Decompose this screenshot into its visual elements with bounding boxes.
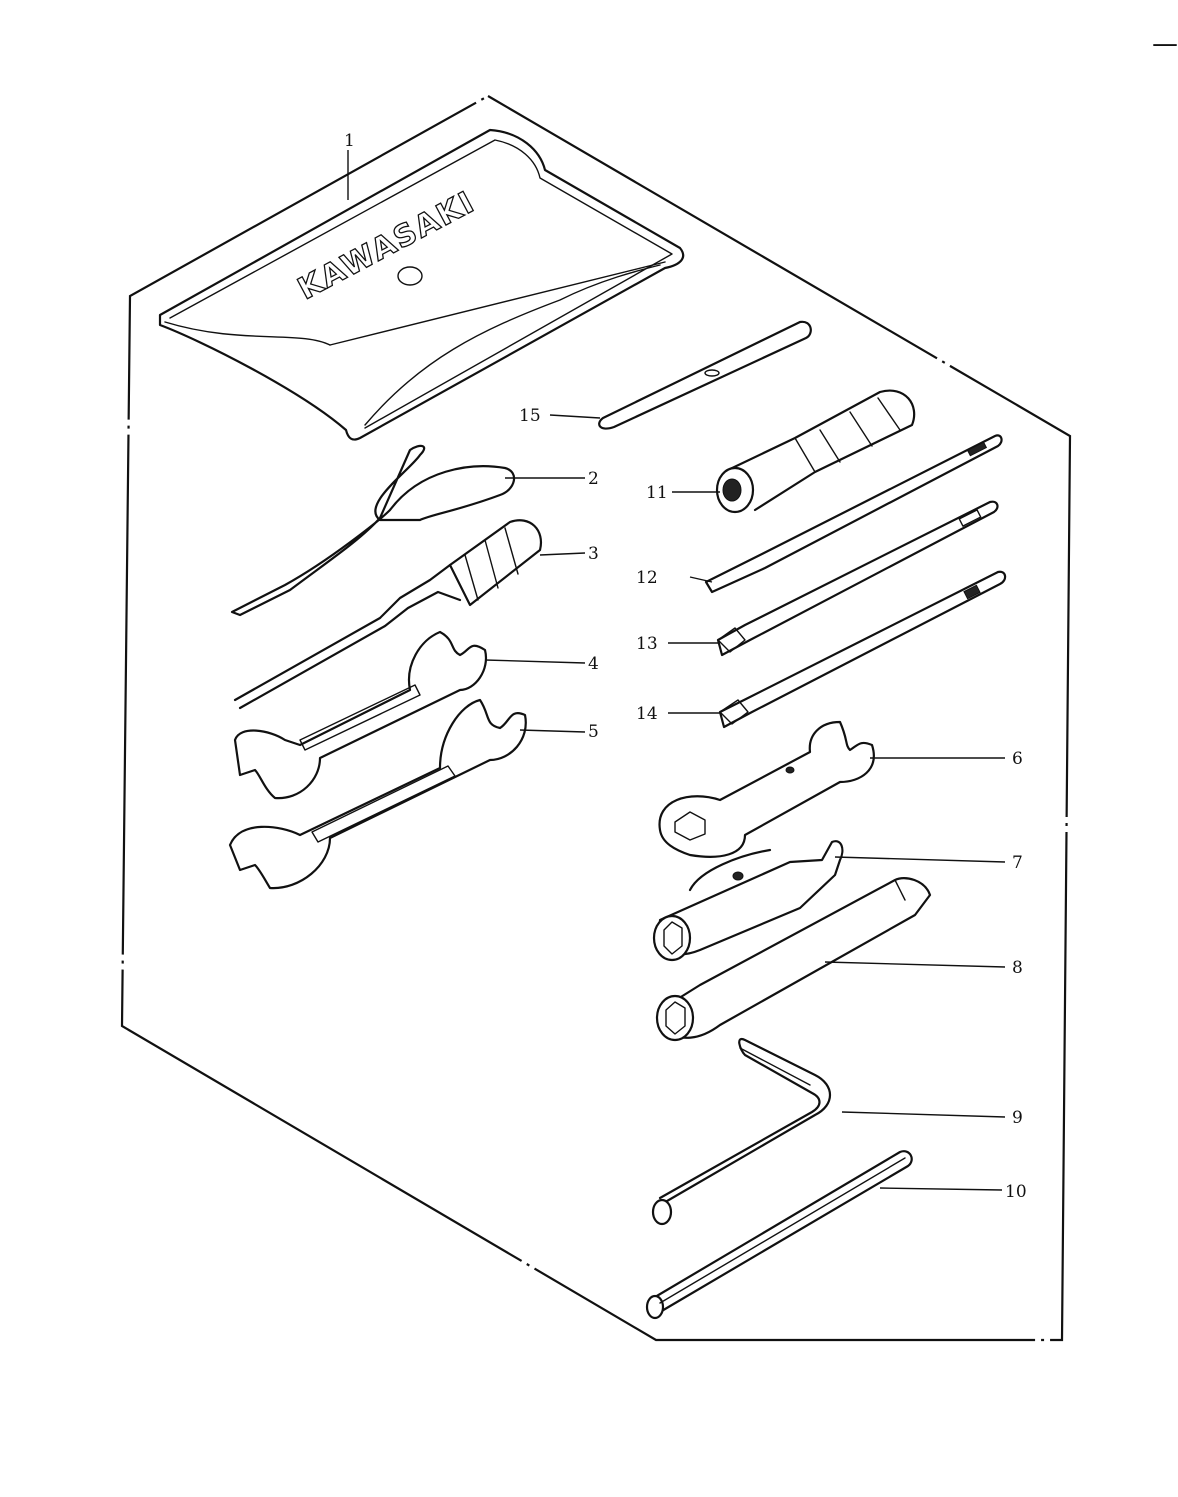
tool-2-hook [230,444,516,617]
tool-4-wrench [233,630,488,800]
tool-11-driver-handle [715,389,916,514]
label-10: 10 [1005,1182,1027,1202]
label-4: 4 [588,654,599,674]
label-11: 11 [646,483,668,503]
kit-frame [120,94,1072,1342]
label-12: 12 [636,568,658,588]
label-6: 6 [1012,749,1023,769]
tool-8-socket-spanner [655,877,932,1042]
tool-9-hex-key [651,1037,831,1226]
part-labels: 1 2 3 4 5 6 7 8 9 10 11 12 13 14 15 [344,131,1027,1202]
tool-pouch: KAWASAKI [158,128,685,441]
tool-10-hex-bar [645,1150,913,1320]
label-5: 5 [588,722,599,742]
leader-lines [347,150,1006,1191]
label-1: 1 [344,131,355,151]
brand-logo: KAWASAKI [292,184,481,307]
tool-15-lever [598,320,812,430]
label-7: 7 [1012,853,1023,873]
tool-5-wrench [228,698,527,890]
tool-3-screwdriver [233,519,543,710]
label-3: 3 [588,544,599,564]
label-14: 14 [636,704,658,724]
label-2: 2 [588,469,599,489]
tool-14-phillips-bit [718,570,1007,729]
label-13: 13 [636,634,658,654]
label-8: 8 [1012,958,1023,978]
tool-7-plug-spanner [652,840,844,962]
label-9: 9 [1012,1108,1023,1128]
tool-6-combo-wrench [658,720,875,858]
corner-mark: — [1152,29,1178,59]
tool-12-flat-bit [704,434,1003,594]
label-15: 15 [519,406,541,426]
tool-13-phillips-bit [716,500,999,657]
